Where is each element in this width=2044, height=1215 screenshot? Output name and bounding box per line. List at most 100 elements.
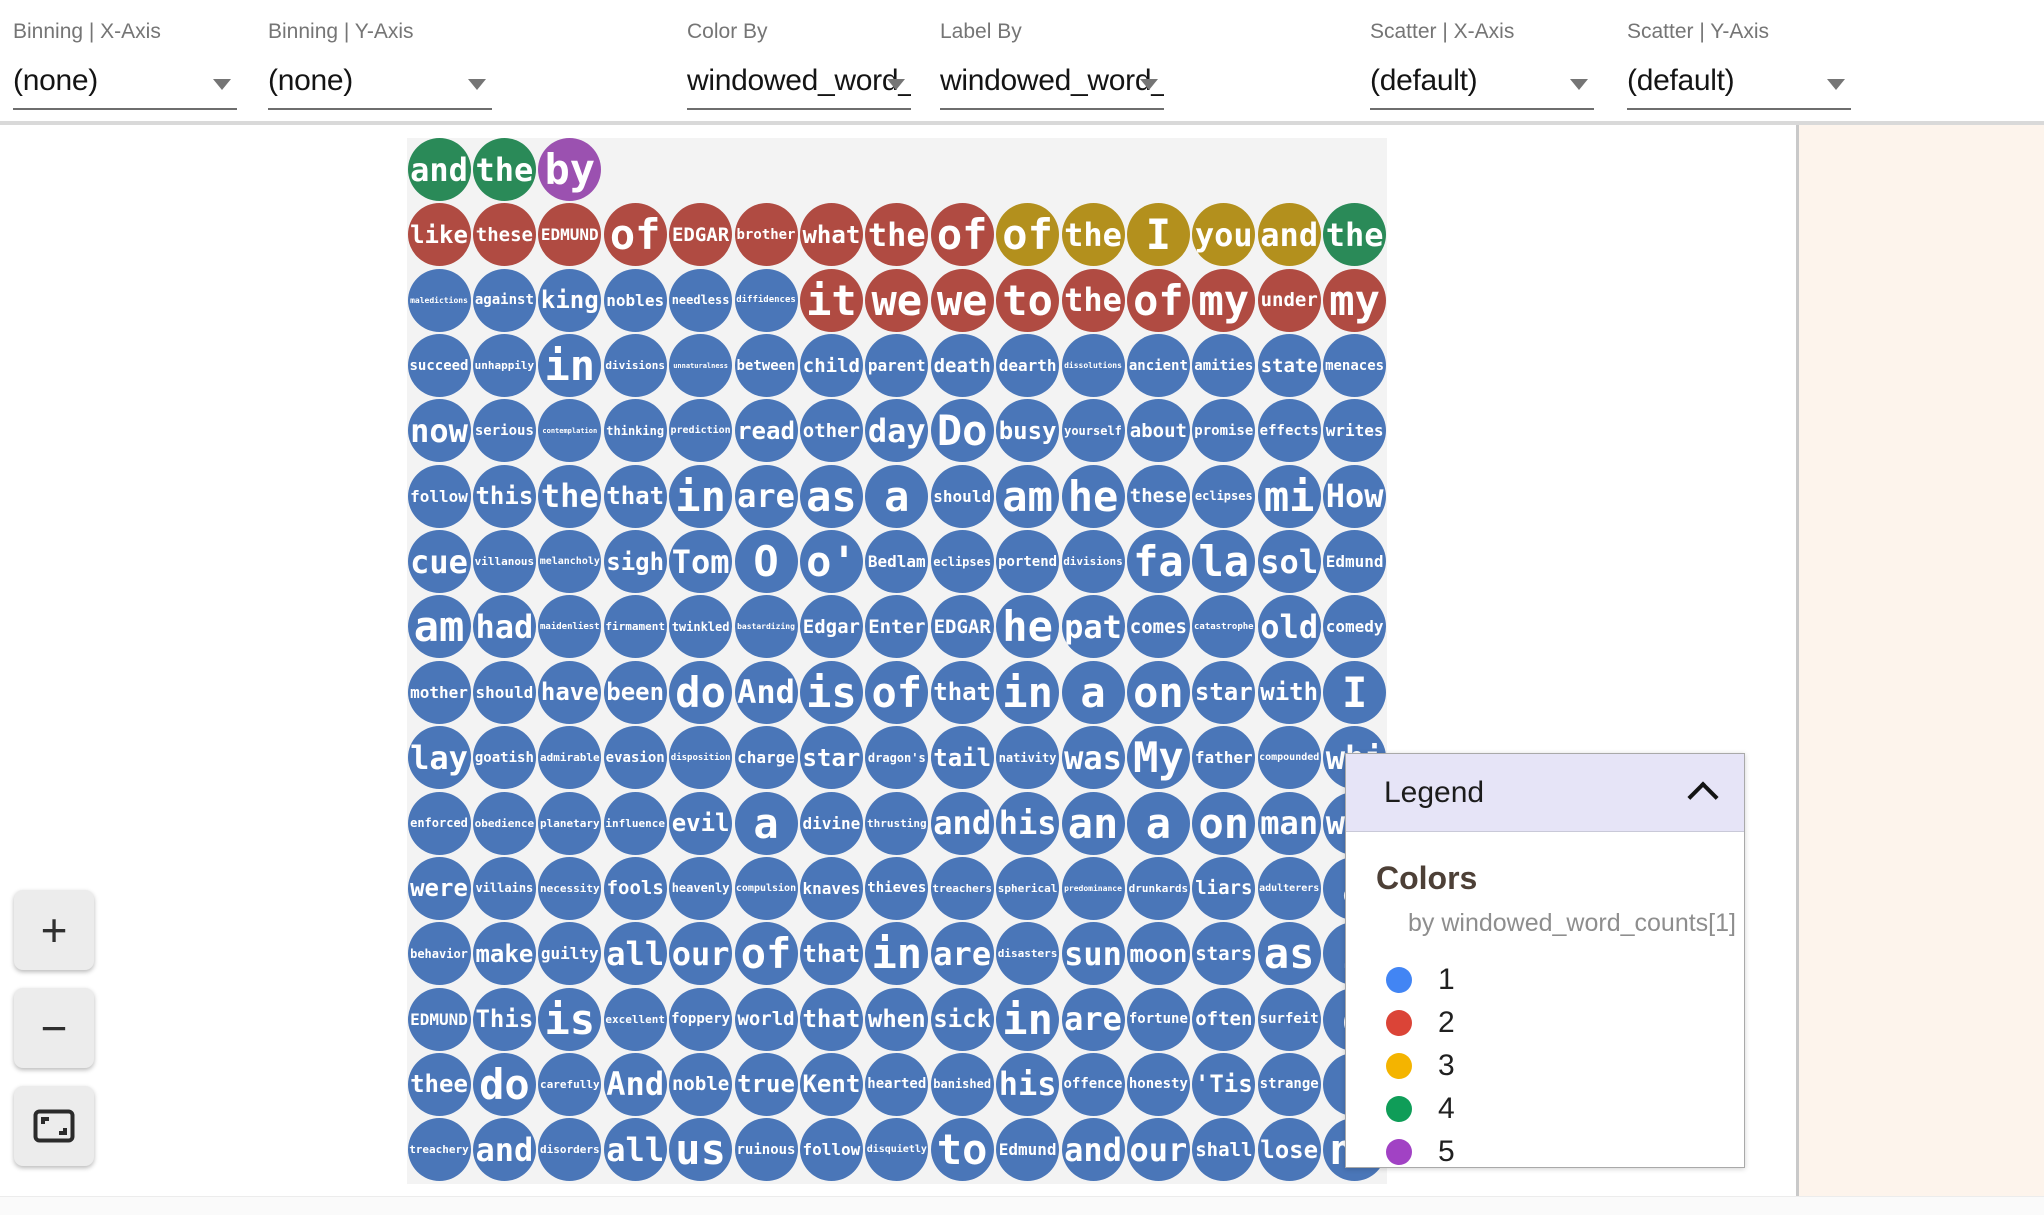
word-circle[interactable]: of [1126, 268, 1190, 332]
word-circle[interactable]: the [538, 464, 602, 528]
word-circle[interactable]: knaves [799, 856, 863, 920]
word-circle[interactable]: Edmund [996, 1118, 1060, 1182]
word-circle[interactable]: offence [1061, 1052, 1125, 1116]
word-circle[interactable]: fools [603, 856, 667, 920]
word-circle[interactable]: often [1192, 987, 1256, 1051]
word-circle[interactable]: that [799, 987, 863, 1051]
word-circle[interactable]: honesty [1126, 1052, 1190, 1116]
word-circle[interactable]: nativity [996, 726, 1060, 790]
word-circle[interactable]: his [996, 1052, 1060, 1116]
word-circle[interactable]: villanous [472, 530, 536, 594]
word-circle[interactable]: all [603, 1118, 667, 1182]
word-circle[interactable]: of [734, 922, 798, 986]
word-circle[interactable]: dragon's [865, 726, 929, 790]
word-circle[interactable]: guilty [538, 922, 602, 986]
word-circle[interactable]: amities [1192, 334, 1256, 398]
word-circle[interactable]: with [1257, 660, 1321, 724]
word-circle[interactable]: o' [799, 530, 863, 594]
word-circle[interactable]: and [1257, 203, 1321, 267]
word-circle[interactable]: a [1061, 660, 1125, 724]
word-circle[interactable]: yourself [1061, 399, 1125, 463]
word-circle[interactable]: mi [1257, 464, 1321, 528]
word-circle[interactable]: obedience [472, 791, 536, 855]
word-circle[interactable]: between [734, 334, 798, 398]
word-circle[interactable]: a [734, 791, 798, 855]
word-circle[interactable]: the [472, 138, 536, 201]
word-circle[interactable]: I [1323, 660, 1387, 724]
word-circle[interactable]: old [1257, 595, 1321, 659]
word-circle[interactable]: death [930, 334, 994, 398]
word-circle[interactable]: evasion [603, 726, 667, 790]
word-circle[interactable]: noble [669, 1052, 733, 1116]
word-circle[interactable]: ruinous [734, 1118, 798, 1182]
word-circle[interactable]: that [799, 922, 863, 986]
word-circle[interactable]: other [799, 399, 863, 463]
word-circle[interactable]: Tom [669, 530, 733, 594]
word-circle[interactable]: fortune [1126, 987, 1190, 1051]
word-circle[interactable]: hearted [865, 1052, 929, 1116]
word-circle[interactable]: twinkled [669, 595, 733, 659]
word-circle[interactable]: by [538, 138, 602, 201]
word-circle[interactable]: EDGAR [930, 595, 994, 659]
word-circle[interactable]: brother [734, 203, 798, 267]
word-circle[interactable]: lay [407, 726, 471, 790]
word-circle[interactable]: under [1257, 268, 1321, 332]
word-circle[interactable]: mother [407, 660, 471, 724]
word-circle[interactable]: goatish [472, 726, 536, 790]
word-circle[interactable]: pat [1061, 595, 1125, 659]
word-circle[interactable]: shall [1192, 1118, 1256, 1182]
word-circle[interactable]: strange [1257, 1052, 1321, 1116]
word-circle[interactable]: Kent [799, 1052, 863, 1116]
word-circle[interactable]: banished [930, 1052, 994, 1116]
word-circle[interactable]: compounded [1257, 726, 1321, 790]
word-circle[interactable]: busy [996, 399, 1060, 463]
word-circle[interactable]: star [799, 726, 863, 790]
word-circle[interactable]: all [603, 922, 667, 986]
word-circle[interactable]: Do [930, 399, 994, 463]
word-circle[interactable]: lose [1257, 1118, 1321, 1182]
dropdown-scatter-y-axis[interactable]: Scatter | Y-Axis (default) [1627, 20, 1851, 110]
word-circle[interactable]: disasters [996, 922, 1060, 986]
word-circle[interactable]: that [930, 660, 994, 724]
word-circle[interactable]: are [930, 922, 994, 986]
word-circle[interactable]: make [472, 922, 536, 986]
word-circle[interactable]: moon [1126, 922, 1190, 986]
word-circle[interactable]: and [407, 138, 471, 201]
word-circle[interactable]: state [1257, 334, 1321, 398]
word-circle[interactable]: comedy [1323, 595, 1387, 659]
word-circle[interactable]: father [1192, 726, 1256, 790]
word-circle[interactable]: true [734, 1052, 798, 1116]
word-circle[interactable]: heavenly [669, 856, 733, 920]
word-circle[interactable]: sick [930, 987, 994, 1051]
word-circle[interactable]: we [930, 268, 994, 332]
word-circle[interactable]: carefully [538, 1052, 602, 1116]
word-circle[interactable]: thinking [603, 399, 667, 463]
word-circle[interactable]: sol [1257, 530, 1321, 594]
word-circle[interactable]: that [603, 464, 667, 528]
word-circle[interactable]: follow [799, 1118, 863, 1182]
dropdown-binning-y-axis[interactable]: Binning | Y-Axis (none) [268, 20, 492, 110]
word-circle[interactable]: and [930, 791, 994, 855]
word-circle[interactable]: foppery [669, 987, 733, 1051]
word-circle[interactable]: serious [472, 399, 536, 463]
word-circle[interactable]: needless [669, 268, 733, 332]
word-circle[interactable]: do [472, 1052, 536, 1116]
word-circle[interactable]: you [1192, 203, 1256, 267]
word-circle[interactable]: sigh [603, 530, 667, 594]
word-circle[interactable]: writes [1323, 399, 1387, 463]
word-circle[interactable]: like [407, 203, 471, 267]
word-circle[interactable]: comes [1126, 595, 1190, 659]
word-circle[interactable]: Enter [865, 595, 929, 659]
zoom-in-button[interactable]: + [14, 890, 94, 970]
word-circle[interactable]: have [538, 660, 602, 724]
word-circle[interactable]: the [1061, 268, 1125, 332]
word-circle[interactable]: of [865, 660, 929, 724]
zoom-out-button[interactable]: − [14, 988, 94, 1068]
word-circle[interactable]: us [669, 1118, 733, 1182]
word-circle[interactable]: man [1257, 791, 1321, 855]
fit-to-screen-button[interactable] [14, 1086, 94, 1166]
word-circle[interactable]: fa [1126, 530, 1190, 594]
word-circle[interactable]: our [1126, 1118, 1190, 1182]
word-circle[interactable]: is [799, 660, 863, 724]
